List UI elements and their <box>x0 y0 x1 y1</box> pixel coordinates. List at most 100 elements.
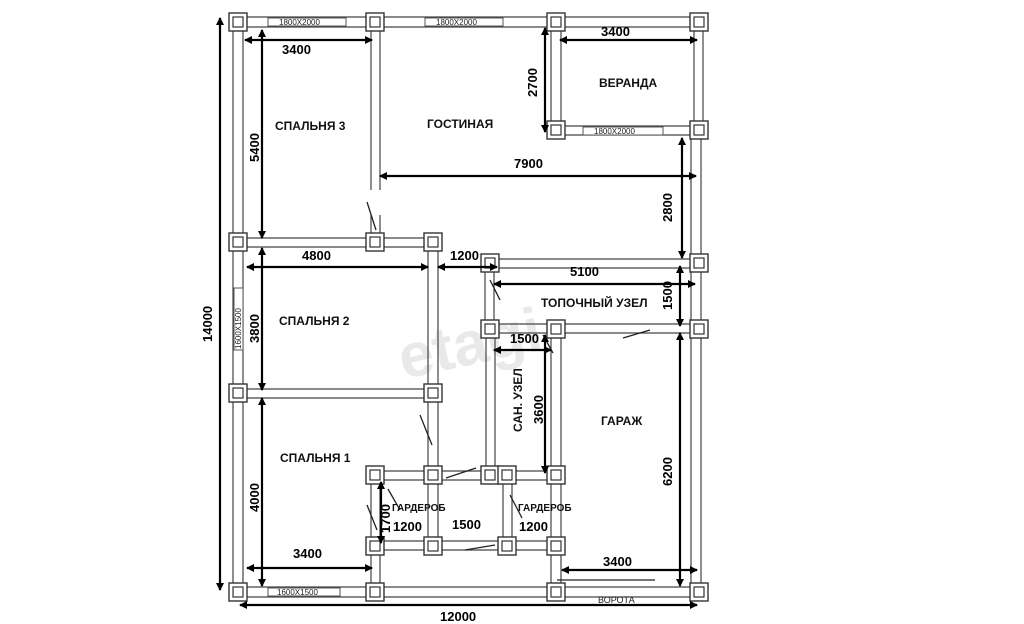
pillar-inner <box>427 469 439 481</box>
dim-bath-top: 1500 <box>510 331 539 346</box>
pillar <box>228 232 248 252</box>
dim-wardrobe-right-width: 1200 <box>519 519 548 534</box>
pillar-inner <box>232 586 244 598</box>
pillar-inner <box>550 16 562 28</box>
pillar <box>365 232 385 252</box>
pillar <box>423 232 443 252</box>
room-label-living: ГОСТИНАЯ <box>427 117 493 131</box>
window-veranda: 1800Х2000 <box>582 126 664 136</box>
pillar-inner <box>693 586 705 598</box>
pillar-inner <box>369 586 381 598</box>
pillar <box>689 12 709 32</box>
dim-bedroom2-height: 3800 <box>247 314 262 343</box>
pillar-inner <box>369 469 381 481</box>
pillar <box>689 253 709 273</box>
window-top-left: 1800Х2000 <box>267 17 347 27</box>
pillar-inner <box>550 540 562 552</box>
pillar-inner <box>484 323 496 335</box>
pillar <box>480 465 500 485</box>
pillar-inner <box>550 124 562 136</box>
pillar <box>497 536 517 556</box>
room-label-wardrobe-left: ГАРДЕРОБ <box>392 503 446 514</box>
dim-corridor: 1200 <box>450 248 479 263</box>
dim-bath-height: 3600 <box>531 395 546 424</box>
pillar <box>546 319 566 339</box>
pillar-inner <box>232 236 244 248</box>
dim-bottom-right-width: 3400 <box>603 554 632 569</box>
dim-bedroom2-width: 4800 <box>302 248 331 263</box>
pillar-inner <box>693 323 705 335</box>
pillar-inner <box>427 540 439 552</box>
pillar <box>228 383 248 403</box>
pillar <box>365 12 385 32</box>
pillar <box>423 465 443 485</box>
room-label-bedroom1: СПАЛЬНЯ 1 <box>280 451 351 465</box>
dim-bedroom1-height: 4000 <box>247 483 262 512</box>
svg-text:1600Х1500: 1600Х1500 <box>234 308 243 349</box>
pillar-inner <box>550 323 562 335</box>
pillar <box>365 582 385 602</box>
pillar-inner <box>427 236 439 248</box>
pillar <box>423 536 443 556</box>
dimension-arrows <box>216 17 698 609</box>
pillar-inner <box>232 387 244 399</box>
room-label-wardrobe-right: ГАРДЕРОБ <box>518 503 572 514</box>
pillar <box>689 319 709 339</box>
window-bottom-left: 1600Х1500 <box>267 587 341 597</box>
room-label-bedroom3: СПАЛЬНЯ 3 <box>275 119 346 133</box>
pillar <box>480 253 500 273</box>
pillar <box>546 536 566 556</box>
pillar <box>365 465 385 485</box>
pillar-inner <box>501 540 513 552</box>
pillar-inner <box>693 16 705 28</box>
dim-right-segment: 2800 <box>660 193 675 222</box>
dim-veranda-width: 3400 <box>601 24 630 39</box>
pillar <box>546 465 566 485</box>
svg-text:1800Х2000: 1800Х2000 <box>279 18 320 27</box>
pillar-inner <box>232 16 244 28</box>
dim-bedroom3-width: 3400 <box>282 42 311 57</box>
pillar-inner <box>550 586 562 598</box>
window-left-side: 1600Х1500 <box>233 287 244 351</box>
dim-veranda-height: 2700 <box>525 68 540 97</box>
room-label-bedroom2: СПАЛЬНЯ 2 <box>279 314 350 328</box>
pillar <box>689 120 709 140</box>
svg-text:1800Х2000: 1800Х2000 <box>594 127 635 136</box>
room-label-bathroom: САН. УЗЕЛ <box>511 368 525 432</box>
room-label-boiler: ТОПОЧНЫЙ УЗЕЛ <box>541 295 648 310</box>
pillar <box>480 319 500 339</box>
svg-text:1600Х1500: 1600Х1500 <box>277 588 318 597</box>
pillar <box>497 465 517 485</box>
pillar <box>228 12 248 32</box>
dim-wardrobe-left-width: 1200 <box>393 519 422 534</box>
pillar-inner <box>693 257 705 269</box>
room-label-garage: ГАРАЖ <box>601 414 642 428</box>
pillar <box>546 582 566 602</box>
pillar <box>228 582 248 602</box>
pillar <box>689 582 709 602</box>
pillar-inner <box>693 124 705 136</box>
dim-garage-height: 6200 <box>660 457 675 486</box>
dim-total-height: 14000 <box>200 306 215 342</box>
dim-total-width: 12000 <box>440 609 476 624</box>
dim-bottom-left-width: 3400 <box>293 546 322 561</box>
pillar-inner <box>369 236 381 248</box>
dim-middle-width: 1500 <box>452 517 481 532</box>
dim-wardrobe-height: 1700 <box>378 504 393 533</box>
pillar-inner <box>484 469 496 481</box>
dim-bedroom3-height: 5400 <box>247 133 262 162</box>
pillar <box>423 383 443 403</box>
pillar-inner <box>369 540 381 552</box>
pillar-inner <box>550 469 562 481</box>
pillars <box>228 12 709 602</box>
dim-living-width: 7900 <box>514 156 543 171</box>
pillar <box>546 120 566 140</box>
pillar-inner <box>501 469 513 481</box>
pillar <box>546 12 566 32</box>
dim-boiler-width: 5100 <box>570 264 599 279</box>
pillar-inner <box>369 16 381 28</box>
gate-label: ВОРОТА <box>598 595 635 605</box>
room-label-veranda: ВЕРАНДА <box>599 76 658 90</box>
svg-text:1800Х2000: 1800Х2000 <box>436 18 477 27</box>
